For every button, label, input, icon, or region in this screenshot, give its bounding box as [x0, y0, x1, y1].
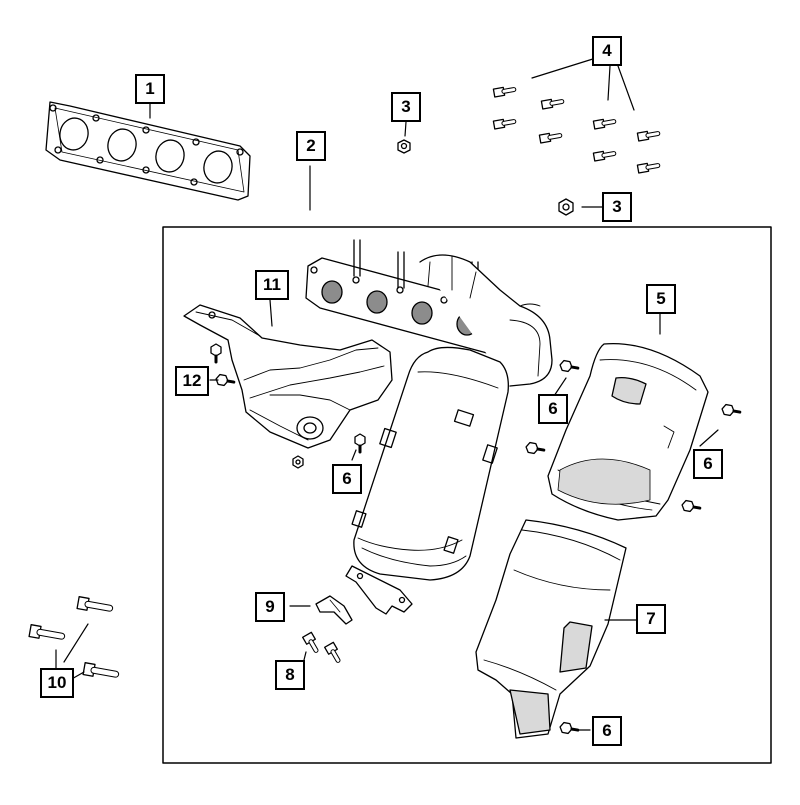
callout-3-upper: 3 — [391, 92, 421, 122]
nut-lower — [558, 198, 574, 216]
bracket — [315, 595, 353, 625]
callout-10: 10 — [40, 668, 74, 698]
callout-12: 12 — [175, 366, 209, 396]
callout-9: 9 — [255, 592, 285, 622]
assembly-frame — [162, 226, 772, 764]
callout-1: 1 — [135, 74, 165, 104]
catalytic-converter — [345, 346, 509, 615]
shield-bolts — [210, 343, 742, 735]
nut-upper — [397, 139, 411, 154]
callout-2: 2 — [296, 131, 326, 161]
exhaust-manifold — [305, 239, 553, 387]
bracket-bolts — [302, 631, 341, 663]
leader-lines — [55, 57, 719, 731]
lower-converter-shield — [475, 519, 627, 739]
callout-6-right: 6 — [693, 449, 723, 479]
callout-6-left: 6 — [332, 464, 362, 494]
manifold-gasket — [45, 101, 251, 201]
callout-3-lower: 3 — [602, 192, 632, 222]
callout-5: 5 — [646, 284, 676, 314]
callout-8: 8 — [275, 660, 305, 690]
long-bolts — [28, 596, 120, 678]
upper-heat-shield — [183, 304, 393, 449]
callout-6-bottom: 6 — [592, 716, 622, 746]
callout-11: 11 — [255, 270, 289, 300]
upper-converter-shield — [547, 342, 709, 521]
callout-4: 4 — [592, 36, 622, 66]
callout-6-center: 6 — [538, 394, 568, 424]
callout-7: 7 — [636, 604, 666, 634]
stud-bolts — [492, 86, 661, 174]
